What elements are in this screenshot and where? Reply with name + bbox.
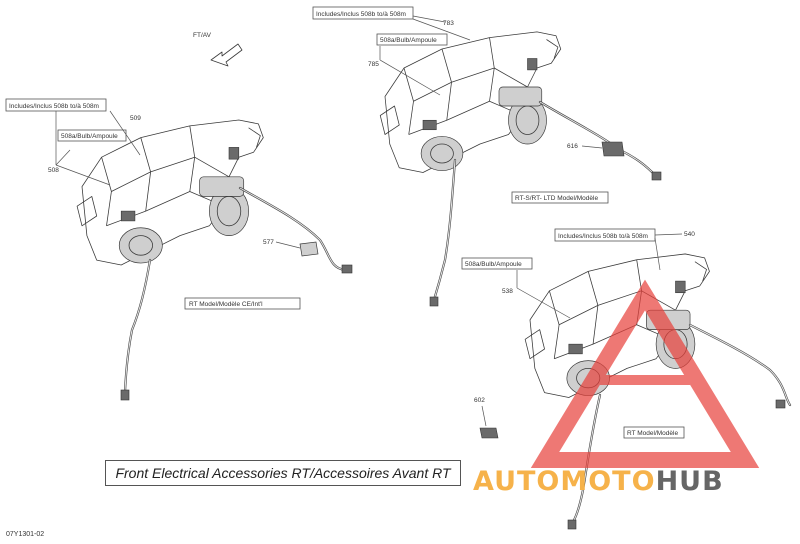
callout-602: 602	[474, 397, 485, 404]
direction-label: FT/AV	[193, 32, 212, 39]
bulb-box-2	[376, 33, 448, 46]
callout-783: 783	[443, 20, 454, 27]
callout-785: 785	[368, 61, 379, 68]
bulb-label-1: 508a/Bulb/Ampoule	[61, 133, 118, 140]
watermark-text: AUTOMOTOHUB	[473, 466, 724, 497]
connector-icon	[429, 296, 439, 307]
part-577-icon	[299, 241, 319, 257]
model-label-1: RT Model/Modèle CE/Int'l	[189, 301, 263, 308]
watermark-part1: AUTOMOTO	[473, 466, 656, 497]
watermark-part2: HUB	[655, 466, 724, 497]
watermark-logo	[530, 279, 760, 468]
callout-577: 577	[263, 239, 274, 246]
connector-icon	[775, 399, 786, 409]
part-602-icon	[479, 427, 499, 439]
callout-508: 508	[48, 167, 59, 174]
callout-509: 509	[130, 115, 141, 122]
headlamp-assembly-right	[479, 253, 792, 530]
model-label-3: RT Model/Modèle	[627, 430, 678, 437]
callout-540: 540	[684, 231, 695, 238]
includes-label-3: Includes/Inclus 508b to/à 508m	[558, 233, 648, 240]
connector-icon	[341, 264, 353, 274]
model-box-3	[623, 426, 685, 439]
model-box-1	[184, 297, 301, 310]
bulb-label-3: 508a/Bulb/Ampoule	[465, 261, 522, 268]
headlamp-assembly-top	[379, 31, 662, 307]
bulb-box-1	[57, 129, 127, 142]
connector-icon	[651, 171, 662, 181]
includes-box-2	[312, 6, 414, 20]
callout-616: 616	[567, 143, 578, 150]
forward-direction-arrow: FT/AV	[193, 32, 243, 67]
includes-label-1: Includes/Inclus 508b to/à 508m	[9, 103, 99, 110]
includes-label-2: Includes/Inclus 508b to/à 508m	[316, 11, 406, 18]
bulb-box-3	[461, 257, 533, 270]
headlamp-assembly-left	[76, 119, 353, 401]
connector-icon	[120, 389, 130, 401]
part-616-icon	[601, 141, 625, 157]
callout-538: 538	[502, 288, 513, 295]
model-label-2: RT-S/RT- LTD Model/Modèle	[515, 195, 598, 202]
bulb-label-2: 508a/Bulb/Ampoule	[380, 37, 437, 44]
reference-code: 07Y1301-02	[6, 531, 45, 538]
diagram-title: Front Electrical Accessories RT/Accessoi…	[105, 460, 461, 486]
connector-icon	[567, 519, 577, 530]
model-box-2	[511, 191, 609, 204]
